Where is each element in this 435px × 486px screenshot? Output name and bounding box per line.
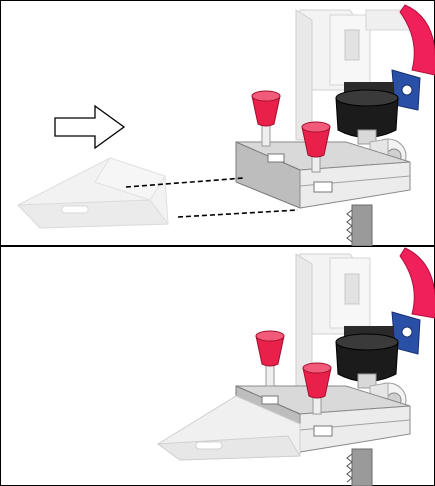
slot-lower bbox=[314, 182, 332, 192]
panel-insert-illustration bbox=[0, 0, 435, 246]
panel-installed-illustration bbox=[0, 246, 435, 486]
panel-step-insert bbox=[0, 0, 435, 246]
slot-upper bbox=[262, 396, 278, 404]
slot-lower bbox=[314, 426, 332, 436]
slot-upper bbox=[268, 154, 284, 162]
panel-step-installed bbox=[0, 246, 435, 486]
